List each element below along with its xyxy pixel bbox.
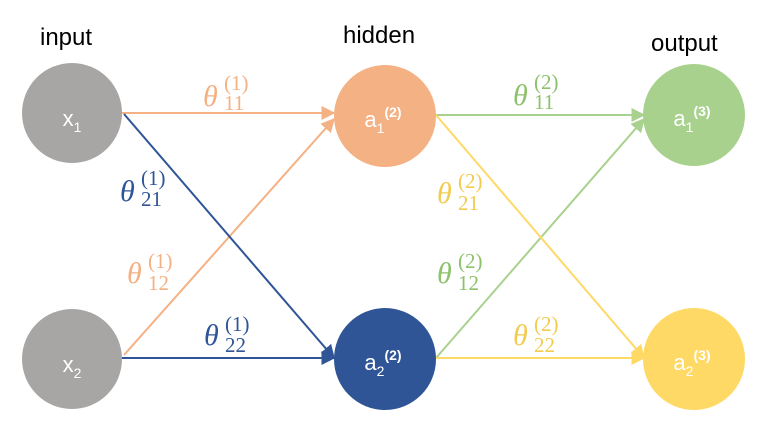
svg-text:(2): (2) xyxy=(534,312,559,336)
svg-text:θ: θ xyxy=(203,80,218,113)
svg-text:θ: θ xyxy=(513,79,528,112)
svg-text:θ: θ xyxy=(120,175,135,208)
label-a2-2: a2(2) xyxy=(364,347,401,379)
svg-text:12: 12 xyxy=(148,271,169,295)
edge-x1-a2 xyxy=(123,113,335,360)
svg-text:21: 21 xyxy=(141,187,162,211)
node-a2-2 xyxy=(334,308,436,410)
weight-label-theta12-1: θ (1) 12 xyxy=(127,249,173,295)
weight-label-theta11-2: θ (2) 11 xyxy=(513,70,559,114)
svg-text:11: 11 xyxy=(534,90,554,114)
weight-label-theta22-2: θ (2) 22 xyxy=(513,312,559,357)
svg-text:θ: θ xyxy=(127,257,142,290)
svg-text:(1): (1) xyxy=(141,166,166,190)
node-x2 xyxy=(22,309,122,409)
weight-label-theta11-1: θ (1) 11 xyxy=(203,71,249,115)
node-a1-3 xyxy=(643,64,745,166)
weight-label-theta22-1: θ (1) 22 xyxy=(204,312,250,357)
weight-label-theta21-2: θ (2) 21 xyxy=(437,169,483,215)
hidden-layer-title: hidden xyxy=(343,22,415,49)
weight-label-theta21-1: θ (1) 21 xyxy=(120,166,166,211)
svg-text:12: 12 xyxy=(458,271,479,295)
svg-text:θ: θ xyxy=(204,319,219,352)
svg-text:(1): (1) xyxy=(225,312,250,336)
label-x1: x1 xyxy=(63,106,82,135)
svg-text:θ: θ xyxy=(437,257,452,290)
svg-text:(2): (2) xyxy=(458,169,483,193)
edge-a2-o1 xyxy=(435,117,645,359)
weight-label-theta12-2: θ (2) 12 xyxy=(437,249,483,295)
edge-a1-o2 xyxy=(435,114,645,360)
svg-text:22: 22 xyxy=(534,333,555,357)
svg-text:(1): (1) xyxy=(224,71,249,95)
label-a1-2: a1(2) xyxy=(364,104,401,136)
svg-text:(2): (2) xyxy=(458,249,483,273)
svg-text:(2): (2) xyxy=(534,70,559,94)
label-a2-3: a2(3) xyxy=(673,347,710,379)
node-a2-3 xyxy=(643,308,745,410)
svg-text:22: 22 xyxy=(225,333,246,357)
input-layer-title: input xyxy=(40,24,92,51)
label-x2: x2 xyxy=(63,352,82,381)
label-a1-3: a1(3) xyxy=(673,103,710,135)
output-layer-title: output xyxy=(651,30,718,57)
svg-text:11: 11 xyxy=(224,91,244,115)
svg-text:(1): (1) xyxy=(148,249,173,273)
node-x1 xyxy=(22,63,122,163)
svg-text:θ: θ xyxy=(437,177,452,210)
node-a1-2 xyxy=(334,65,436,167)
svg-text:θ: θ xyxy=(513,319,528,352)
svg-text:21: 21 xyxy=(458,191,479,215)
